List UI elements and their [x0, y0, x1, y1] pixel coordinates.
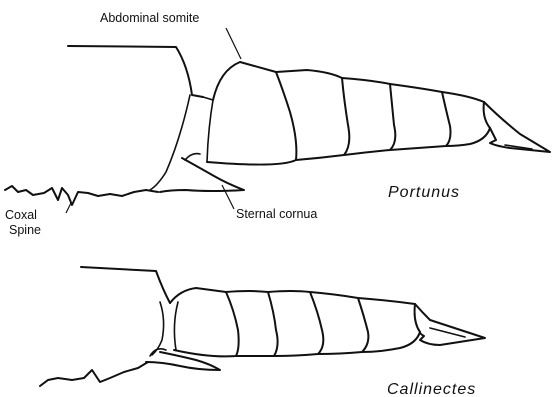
- portunus-somite-3: [342, 78, 395, 155]
- portunus-somite-2: [276, 70, 349, 160]
- callinectes-carapace-edge: [81, 267, 170, 303]
- portunus-body-curve: [150, 95, 190, 190]
- portunus-first-segment: [203, 97, 213, 162]
- portunus-drawing: [5, 28, 550, 213]
- callinectes-somite-1: [170, 288, 239, 356]
- portunus-genus-label: Portunus: [388, 184, 460, 201]
- callinectes-body-curve: [152, 302, 164, 355]
- callinectes-drawing: [40, 267, 485, 386]
- portunus-somite-4: [390, 84, 451, 150]
- callinectes-genus-label: Callinectes: [387, 381, 476, 397]
- coxal-label-line2: Spine: [9, 223, 41, 237]
- callinectes-first-boundary: [174, 302, 178, 350]
- callinectes-somite-2: [226, 291, 278, 356]
- abdominal-somite-label: Abdominal somite: [100, 11, 199, 25]
- coxal-label-line1: Coxal: [5, 208, 37, 222]
- callinectes-telson: [415, 304, 485, 345]
- portunus-carapace-edge: [68, 46, 203, 97]
- portunus-somite-1: [207, 62, 296, 165]
- coxal-spine-leader: [66, 203, 71, 213]
- callinectes-somite-4: [310, 292, 368, 354]
- sternal-cornua-label: Sternal cornua: [236, 207, 317, 221]
- abdominal-somite-leader: [226, 28, 241, 59]
- portunus-telson: [484, 102, 550, 152]
- portunus-coxal-edge: [5, 186, 158, 205]
- portunus-sternal-detail: [185, 154, 200, 160]
- sternal-cornua-leader: [222, 185, 234, 209]
- callinectes-somite-3: [268, 291, 323, 356]
- callinectes-coxal-edge: [40, 362, 148, 386]
